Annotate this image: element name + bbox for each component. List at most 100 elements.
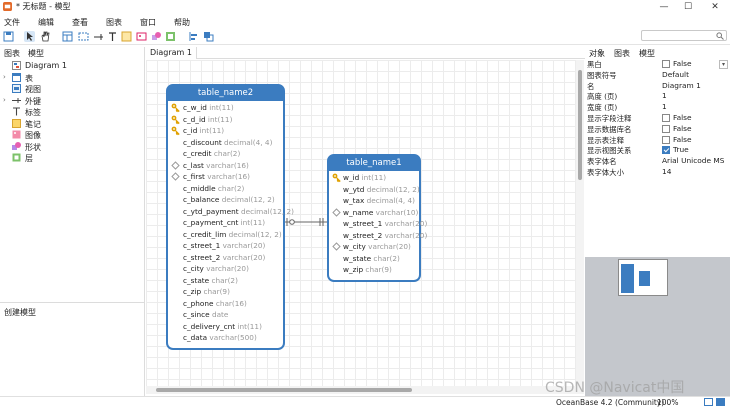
- field-row[interactable]: c_first varchar(16): [168, 171, 283, 183]
- property-value[interactable]: False: [673, 123, 692, 133]
- field-row[interactable]: c_payment_cnt int(11): [168, 217, 283, 229]
- tab-diagram-1[interactable]: Diagram 1: [146, 47, 197, 59]
- menu-view[interactable]: 查看: [72, 18, 88, 27]
- new-layer-icon[interactable]: [165, 31, 176, 42]
- field-row[interactable]: w_city varchar(20): [329, 241, 419, 253]
- field-row[interactable]: c_ytd_payment decimal(12, 2): [168, 206, 294, 218]
- new-table-icon[interactable]: [62, 31, 73, 42]
- tree-item[interactable]: ›表: [0, 72, 145, 84]
- field-row[interactable]: c_state char(2): [168, 275, 283, 287]
- field-row[interactable]: c_street_2 varchar(20): [168, 252, 283, 264]
- property-value[interactable]: Default: [662, 69, 690, 79]
- property-value[interactable]: 14: [662, 167, 672, 176]
- minimize-button[interactable]: —: [652, 0, 676, 13]
- panel-view-icon[interactable]: [716, 398, 725, 406]
- field-row[interactable]: c_middle char(2): [168, 183, 283, 195]
- new-view-icon[interactable]: [78, 31, 89, 42]
- hand-icon[interactable]: [40, 31, 51, 42]
- tree-item[interactable]: 形状: [0, 141, 145, 153]
- tree-item[interactable]: 标签: [0, 106, 145, 118]
- chevron-right-icon[interactable]: ›: [3, 72, 6, 81]
- property-checkbox[interactable]: [662, 60, 670, 68]
- scrollbar-thumb[interactable]: [156, 388, 412, 392]
- field-row[interactable]: c_phone char(16): [168, 298, 283, 310]
- tree-item[interactable]: ›外键: [0, 95, 145, 107]
- field-row[interactable]: c_delivery_cnt int(11): [168, 321, 283, 333]
- minimap-viewport[interactable]: [618, 259, 668, 296]
- chevron-right-icon[interactable]: ›: [3, 95, 6, 104]
- field-row[interactable]: c_city varchar(20): [168, 263, 283, 275]
- tab-model[interactable]: 模型: [639, 49, 655, 58]
- field-row[interactable]: c_data varchar(500): [168, 332, 283, 344]
- save-icon[interactable]: [3, 31, 14, 42]
- field-row[interactable]: c_last varchar(16): [168, 160, 283, 172]
- property-value[interactable]: Diagram 1: [662, 80, 701, 90]
- close-button[interactable]: ✕: [703, 0, 727, 13]
- field-row[interactable]: w_state char(2): [329, 253, 419, 265]
- new-image-icon[interactable]: [136, 31, 147, 42]
- field-row[interactable]: w_id int(11): [329, 172, 419, 184]
- foreign-key-connector[interactable]: [285, 218, 327, 226]
- field-row[interactable]: c_d_id int(11): [168, 114, 283, 126]
- field-row[interactable]: w_tax decimal(4, 4): [329, 195, 419, 207]
- property-checkbox[interactable]: [662, 146, 670, 155]
- field-row[interactable]: w_street_1 varchar(20): [329, 218, 427, 230]
- minimap[interactable]: [585, 257, 730, 396]
- tab-diagram[interactable]: 图表: [4, 49, 20, 58]
- field-row[interactable]: w_street_2 varchar(20): [329, 230, 427, 242]
- new-label-icon[interactable]: [107, 31, 118, 42]
- property-checkbox[interactable]: [662, 135, 670, 144]
- tab-model[interactable]: 模型: [28, 49, 44, 58]
- menu-help[interactable]: 帮助: [174, 18, 190, 27]
- menu-window[interactable]: 窗口: [140, 18, 156, 27]
- field-row[interactable]: c_credit_lim decimal(12, 2): [168, 229, 283, 241]
- property-value[interactable]: True: [673, 145, 689, 155]
- zoom-level[interactable]: 100%: [657, 398, 679, 407]
- menu-edit[interactable]: 编辑: [38, 18, 54, 27]
- field-row[interactable]: c_discount decimal(4, 4): [168, 137, 283, 149]
- field-row[interactable]: w_name varchar(10): [329, 207, 419, 219]
- new-shape-icon[interactable]: [151, 31, 162, 42]
- new-foreign-key-icon[interactable]: [93, 31, 104, 42]
- menu-diagram[interactable]: 图表: [106, 18, 122, 27]
- maximize-button[interactable]: ☐: [676, 0, 700, 13]
- search-input[interactable]: [641, 30, 727, 41]
- field-row[interactable]: c_since date: [168, 309, 283, 321]
- layout-view-icon[interactable]: [704, 398, 713, 406]
- chevron-down-icon[interactable]: ▾: [719, 60, 728, 69]
- field-row[interactable]: c_street_1 varchar(20): [168, 240, 283, 252]
- tree-item[interactable]: 层: [0, 152, 145, 164]
- property-checkbox[interactable]: [662, 114, 670, 122]
- scrollbar-thumb[interactable]: [578, 70, 582, 180]
- property-row[interactable]: 宽度 (页)1: [585, 102, 730, 113]
- field-row[interactable]: c_zip char(9): [168, 286, 283, 298]
- tab-diagram[interactable]: 图表: [614, 49, 630, 58]
- align-icon[interactable]: [188, 31, 199, 42]
- property-value[interactable]: False: [673, 113, 692, 122]
- pointer-icon[interactable]: [24, 31, 35, 42]
- entity-title[interactable]: table_name2: [168, 86, 283, 101]
- field-row[interactable]: c_balance decimal(12, 2): [168, 194, 283, 206]
- property-value[interactable]: 1: [662, 91, 667, 101]
- property-value[interactable]: False: [673, 59, 692, 68]
- tab-object[interactable]: 对象: [589, 49, 605, 58]
- field-row[interactable]: w_zip char(9): [329, 264, 419, 276]
- tree-item[interactable]: 视图: [0, 83, 145, 95]
- field-row[interactable]: c_w_id int(11): [168, 102, 283, 114]
- arrange-icon[interactable]: [203, 31, 214, 42]
- new-note-icon[interactable]: [121, 31, 132, 42]
- menu-file[interactable]: 文件: [4, 18, 20, 27]
- property-checkbox[interactable]: [662, 124, 670, 133]
